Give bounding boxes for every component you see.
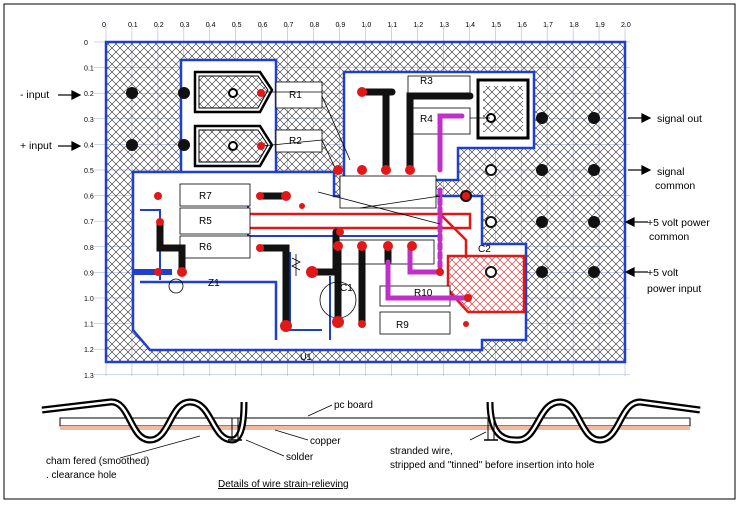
label-r1: R1 [289,90,302,101]
top-tick-label: 0.2 [154,22,164,29]
power-common-label-2: common [649,231,689,243]
solder-label: solder [286,452,314,463]
signal-common-label-2: common [655,180,695,192]
label-r6: R6 [199,242,212,253]
label-c2: C2 [478,244,491,255]
pc-board-label: pc board [334,400,373,411]
left-tick-label: 0.9 [84,270,94,277]
left-tick-label: 0.6 [84,194,94,201]
label-r5: R5 [199,216,212,227]
input-connectors [193,70,274,168]
top-tick-label: 0 [102,22,106,29]
power-common-label-1: +5 volt power [647,217,710,229]
minus-input-label: - input [20,89,49,101]
mounting-holes [126,87,600,278]
stranded-label-1: stranded wire, [390,446,453,457]
top-tick-label: 2.0 [621,22,631,29]
magenta-wires [385,113,471,301]
top-tick-label: 0.1 [128,22,138,29]
label-c1: C1 [340,283,353,294]
top-tick-label: 0.6 [258,22,268,29]
label-r7: R7 [199,191,212,202]
red-copper-area [446,254,526,314]
detail-caption: Details of wire strain-relieving [218,479,349,490]
top-tick-label: 1.0 [362,22,372,29]
solder-pads [154,87,472,332]
top-tick-label: 1.5 [491,22,501,29]
left-tick-label: 0.2 [84,91,94,98]
strain-relief-detail: pc board copper solder cham fered (smoot… [41,398,701,490]
left-tick-label: 1.1 [84,322,94,329]
label-z1: Z1 [208,278,220,289]
power-input-label-1: +5 volt [647,267,678,279]
chamfer-label-1: cham fered (smoothed) [46,456,149,467]
top-tick-label: 0.8 [310,22,320,29]
top-tick-label: 1.6 [517,22,527,29]
left-tick-label: 1.0 [84,296,94,303]
signal-arrows [58,90,652,277]
left-tick-label: 0.7 [84,219,94,226]
plus-input-label: + input [20,140,52,152]
top-tick-label: 1.7 [543,22,553,29]
signal-common-label-1: signal [657,166,684,178]
power-input-label-2: power input [647,283,701,295]
output-connector [476,78,530,140]
signal-out-label: signal out [657,113,702,125]
top-tick-label: 0.9 [336,22,346,29]
label-r4: R4 [420,114,433,125]
left-tick-label: 0.5 [84,168,94,175]
left-tick-label: 0.4 [84,142,94,149]
top-ruler: 0 0.1 0.2 0.3 0.4 0.5 0.6 0.7 0.8 0.9 1.0 1.1 1.2 1.3… [102,22,631,29]
top-tick-label: 1.9 [595,22,605,29]
left-tick-label: 0 [84,40,88,47]
left-tick-label: 0.8 [84,245,94,252]
component-outlines [179,75,471,335]
outer-border [3,3,736,500]
left-tick-label: 1.3 [84,373,94,380]
label-r9: R9 [396,320,409,331]
label-r2: R2 [289,136,302,147]
via-holes [460,164,497,278]
chamfer-label-2: . clearance hole [46,470,117,481]
top-tick-label: 0.7 [284,22,294,29]
left-tick-label: 0.3 [84,117,94,124]
top-tick-label: 0.4 [206,22,216,29]
copper-label: copper [310,436,341,447]
stranded-label-2: stripped and "tinned" before insertion i… [390,460,595,471]
board-outline [104,40,627,364]
left-tick-label: 0.1 [84,66,94,73]
top-tick-label: 1.8 [569,22,579,29]
label-r3: R3 [420,76,433,87]
top-tick-label: 1.1 [387,22,397,29]
top-tick-label: 1.4 [465,22,475,29]
top-tick-label: 0.5 [232,22,242,29]
left-ruler: 0 0.1 0.2 0.3 0.4 0.5 0.6 0.7 0.8 0.9 1.0 1.1 1.2 1.3 [84,40,94,380]
top-tick-label: 1.2 [413,22,423,29]
label-u1: U1 [300,352,312,362]
top-tick-label: 0.3 [180,22,190,29]
top-tick-label: 1.3 [439,22,449,29]
label-r10: R10 [414,288,433,299]
left-tick-label: 1.2 [84,347,94,354]
